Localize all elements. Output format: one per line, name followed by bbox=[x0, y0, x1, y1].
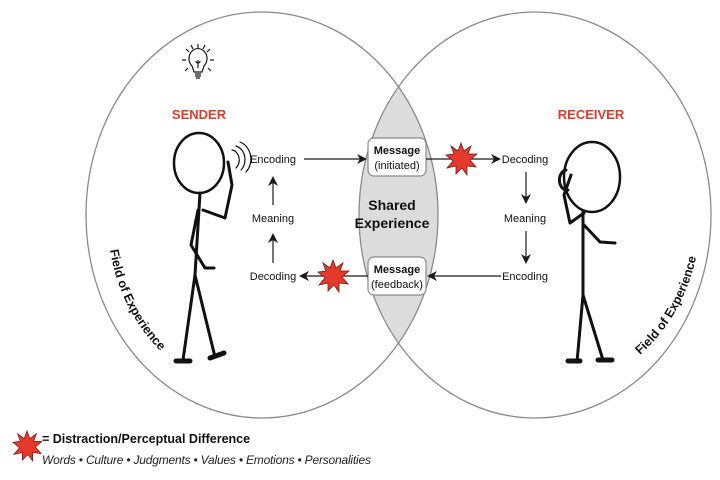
field-of-experience-right: Field of Experience bbox=[633, 255, 700, 358]
receiver-field-circle bbox=[358, 11, 712, 419]
sender-decoding-label: Decoding bbox=[250, 271, 296, 283]
starburst-icon bbox=[12, 429, 42, 463]
field-of-experience-left: Field of Experience bbox=[107, 248, 168, 353]
svg-text:Message: Message bbox=[374, 145, 420, 157]
sender-label: SENDER bbox=[172, 107, 227, 122]
svg-text:Message: Message bbox=[374, 264, 420, 276]
receiver-figure bbox=[557, 140, 622, 364]
sender-figure bbox=[172, 131, 252, 364]
svg-text:(initiated): (initiated) bbox=[374, 160, 419, 172]
receiver-meaning-label: Meaning bbox=[504, 213, 546, 225]
shared-experience-line2: Experience bbox=[355, 215, 430, 231]
message-feedback-box: Message (feedback) bbox=[367, 256, 427, 296]
receiver-decoding-label: Decoding bbox=[502, 154, 548, 166]
legend-subtitle: Words • Culture • Judgments • Values • E… bbox=[42, 453, 371, 467]
lightbulb-icon bbox=[182, 44, 214, 79]
legend-title: = Distraction/Perceptual Difference bbox=[42, 432, 251, 446]
svg-text:(feedback): (feedback) bbox=[371, 279, 423, 291]
sender-encoding-label: Encoding bbox=[250, 154, 296, 166]
shared-experience-line1: Shared bbox=[368, 197, 415, 213]
message-initiated-box: Message (initiated) bbox=[367, 137, 427, 177]
receiver-label: RECEIVER bbox=[558, 107, 625, 122]
sender-field-circle bbox=[85, 11, 439, 419]
receiver-encoding-label: Encoding bbox=[502, 271, 548, 283]
distraction-starburst-icon bbox=[445, 141, 479, 177]
sender-meaning-label: Meaning bbox=[252, 213, 294, 225]
